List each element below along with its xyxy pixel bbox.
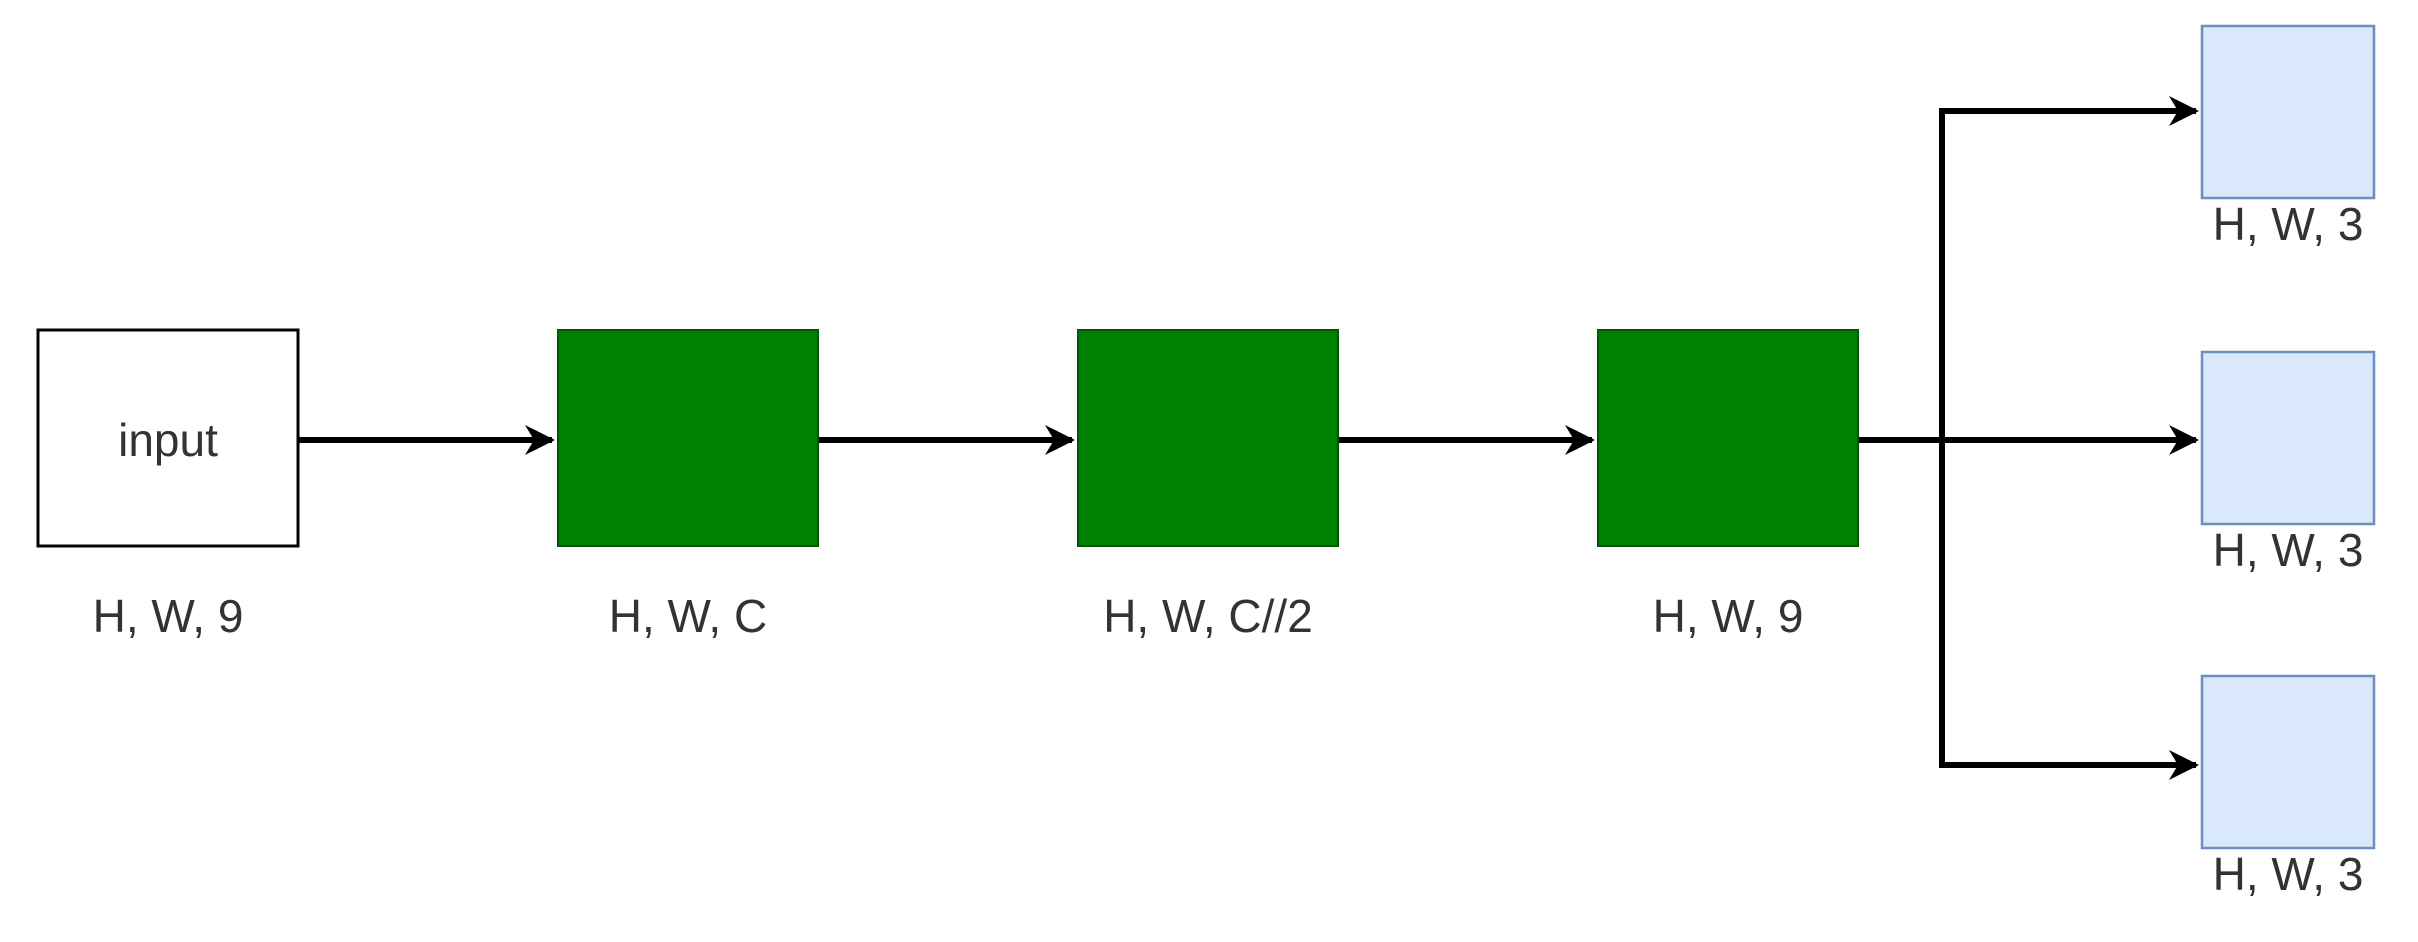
out-top-shape-label: H, W, 3	[2213, 198, 2364, 250]
out-mid-box	[2200, 350, 2376, 526]
edges	[298, 96, 2199, 780]
node-out-bottom: H, W, 3	[2200, 674, 2376, 900]
input-shape-label: H, W, 9	[93, 590, 244, 642]
node-block2: H, W, C//2	[1077, 329, 1339, 642]
node-input: input H, W, 9	[36, 328, 300, 642]
input-box	[36, 328, 300, 548]
block1-shape-label: H, W, C	[609, 590, 767, 642]
block3-shape-label: H, W, 9	[1653, 590, 1804, 642]
block1-box	[557, 329, 819, 547]
block2-shape-label: H, W, C//2	[1103, 590, 1313, 642]
block3-box	[1597, 329, 1859, 547]
out-bottom-box	[2200, 674, 2376, 850]
node-block1: H, W, C	[557, 329, 819, 642]
out-mid-shape-label: H, W, 3	[2213, 524, 2364, 576]
out-top-box	[2200, 24, 2376, 200]
node-out-mid: H, W, 3	[2200, 350, 2376, 576]
block2-box	[1077, 329, 1339, 547]
node-out-top: H, W, 3	[2200, 24, 2376, 250]
node-block3: H, W, 9	[1597, 329, 1859, 642]
out-bottom-shape-label: H, W, 3	[2213, 848, 2364, 900]
input-text: input	[118, 414, 218, 466]
